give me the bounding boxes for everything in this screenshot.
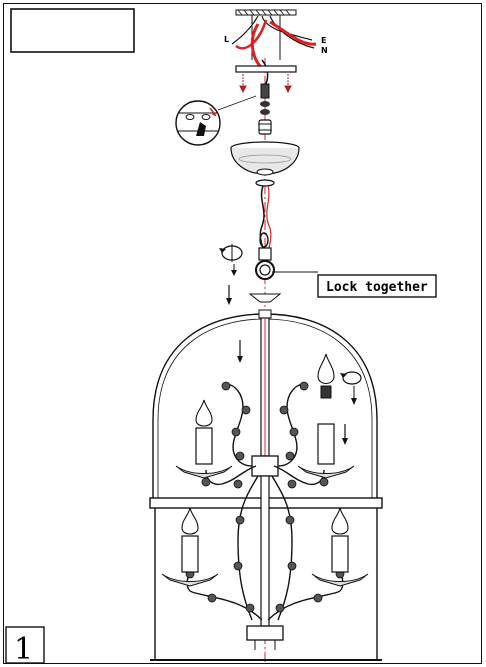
ceiling-mount <box>235 9 297 60</box>
bulb-rotate-icon <box>340 371 362 405</box>
page-border <box>3 3 482 664</box>
upper-left-candle <box>175 399 233 479</box>
lower-left-candle <box>161 507 219 587</box>
lock-together-label: Lock together <box>326 280 428 295</box>
upper-right-candle <box>297 353 355 479</box>
threaded-rod-parts <box>258 83 272 135</box>
lock-ring <box>255 260 275 280</box>
earth-wire-label: E <box>321 36 326 45</box>
neutral-wire-label: N <box>321 46 328 55</box>
supply-wires <box>231 15 317 87</box>
screw-down-arrow-icon <box>239 74 292 94</box>
lower-arms <box>186 475 344 621</box>
center-rod <box>246 309 284 650</box>
lower-right-candle <box>311 507 369 587</box>
suspension-cord <box>259 185 272 253</box>
lock-together-callout: Lock together <box>272 271 437 298</box>
insert-down-arrow-icon <box>237 340 243 363</box>
live-wire-label: L <box>224 35 229 44</box>
step-number: 1 <box>14 632 33 667</box>
blank-title-box <box>10 8 135 53</box>
mounting-bar <box>235 65 297 73</box>
ceiling-canopy <box>230 141 300 187</box>
down-arrow-icon <box>226 285 232 305</box>
rotate-clockwise-icon <box>219 244 243 276</box>
decorative-beads <box>185 381 345 613</box>
sleeve-down-arrow-icon <box>342 424 348 445</box>
cup-cone <box>248 293 282 303</box>
screw-detail-magnifier <box>175 95 257 146</box>
step-number-box: 1 <box>5 626 45 667</box>
hook-collar <box>258 247 272 261</box>
